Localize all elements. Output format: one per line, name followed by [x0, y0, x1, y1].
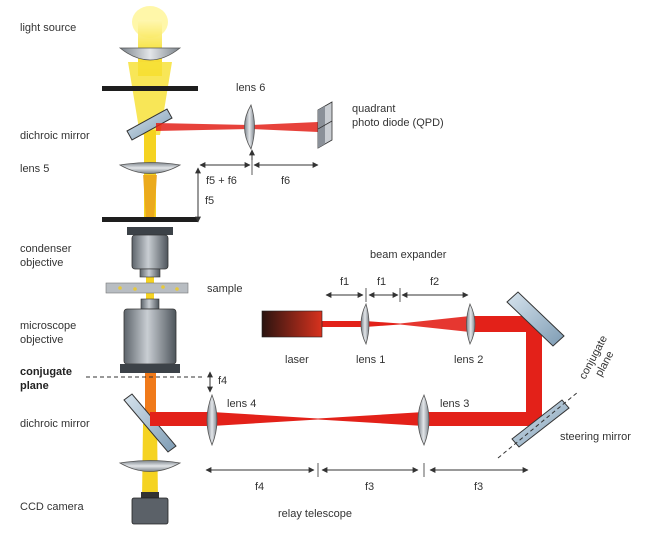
- dichroic-mirror-top: [126, 108, 173, 141]
- conjugate-plane-rotated-line: [497, 391, 579, 459]
- dim-f4-vertical: f4: [218, 375, 227, 387]
- lens-2: [466, 302, 476, 346]
- light-source-lens: [118, 47, 182, 61]
- qpd-beam: [156, 122, 318, 132]
- microscope-objective: [120, 298, 180, 373]
- dim-f3-a: f3: [365, 481, 374, 493]
- aperture-bar-top: [102, 86, 198, 91]
- label-microscope-line2: objective: [20, 334, 63, 346]
- label-conjugate-plane-rotated: conjugate plane: [577, 334, 616, 382]
- sample-slide: [105, 282, 189, 294]
- label-condenser-line2: objective: [20, 257, 63, 269]
- label-lens-3: lens 3: [440, 398, 469, 410]
- label-conjugate-plane-line2: plane: [20, 380, 49, 392]
- label-condenser-line1: condenser: [20, 243, 72, 255]
- label-dichroic-mirror-bottom: dichroic mirror: [20, 418, 90, 430]
- dim-f1-b: f1: [377, 276, 386, 288]
- label-ccd-camera: CCD camera: [20, 501, 84, 513]
- ccd-camera: [131, 492, 169, 525]
- dimension-arrows: [195, 149, 529, 477]
- dim-f3-b: f3: [474, 481, 483, 493]
- dim-f2: f2: [430, 276, 439, 288]
- dim-f6: f6: [281, 175, 290, 187]
- label-lens-4: lens 4: [227, 398, 256, 410]
- aperture-bar-mid: [102, 217, 198, 222]
- quadrant-photo-diode: [317, 101, 333, 149]
- dim-f4-bottom: f4: [255, 481, 264, 493]
- dim-f5-f6: f5 + f6: [206, 175, 237, 187]
- label-qpd-line2: photo diode (QPD): [352, 117, 444, 129]
- condenser-objective: [127, 227, 173, 278]
- label-beam-expander: beam expander: [370, 249, 447, 261]
- label-lens-6: lens 6: [236, 82, 265, 94]
- label-dichroic-mirror-top: dichroic mirror: [20, 130, 90, 142]
- label-lens-5: lens 5: [20, 163, 49, 175]
- label-qpd-line1: quadrant: [352, 103, 395, 115]
- camera-tube-lens: [118, 460, 182, 472]
- label-conjugate-plane-line1: conjugate: [20, 366, 72, 378]
- laser-source: [261, 310, 323, 338]
- label-lens-1: lens 1: [356, 354, 385, 366]
- lens-5: [118, 162, 182, 174]
- label-microscope-line1: microscope: [20, 320, 76, 332]
- fold-mirror-top: [506, 291, 565, 347]
- dim-f1-a: f1: [340, 276, 349, 288]
- lens-6: [244, 104, 255, 150]
- label-steering-mirror: steering mirror: [560, 431, 631, 443]
- label-relay-telescope: relay telescope: [278, 508, 352, 520]
- label-sample: sample: [207, 283, 242, 295]
- lens-3: [417, 394, 430, 446]
- laser-beam-path: [150, 316, 542, 426]
- lens-4: [206, 393, 218, 447]
- label-light-source: light source: [20, 22, 76, 34]
- lens-1: [360, 302, 370, 346]
- dim-f5: f5: [205, 195, 214, 207]
- label-lens-2: lens 2: [454, 354, 483, 366]
- label-laser: laser: [285, 354, 309, 366]
